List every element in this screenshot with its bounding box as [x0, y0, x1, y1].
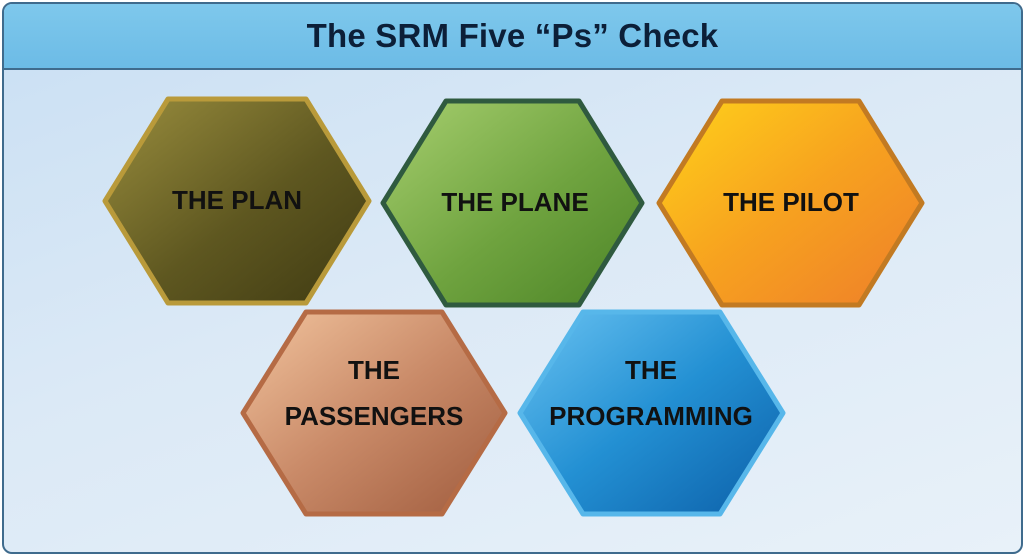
hexagon-pilot-shape: [656, 98, 925, 308]
hexagon-plan-shape: [102, 96, 372, 306]
hexagon-plane-label: THE PLANE: [441, 187, 588, 217]
hexagon-passengers-label-line2: PASSENGERS: [285, 401, 464, 431]
hexagon-plan: THE PLAN: [102, 96, 372, 306]
hexagon-programming: THE PROGRAMMING: [517, 309, 786, 517]
hexagon-plane: THE PLANE: [380, 98, 645, 308]
hexagon-programming-label-line1: THE: [625, 355, 677, 385]
hexagon-passengers-shape: [240, 309, 508, 517]
diagram-title: The SRM Five “Ps” Check: [306, 17, 719, 54]
hexagon-programming-shape: [517, 309, 786, 517]
hexagon-pilot: THE PILOT: [656, 98, 925, 308]
hexagon-programming-label-line2: PROGRAMMING: [549, 401, 753, 431]
hexagon-plane-shape: [380, 98, 645, 308]
hexagon-passengers: THE PASSENGERS: [240, 309, 508, 517]
hexagon-pilot-label: THE PILOT: [723, 187, 859, 217]
title-bar: The SRM Five “Ps” Check: [4, 4, 1021, 70]
hexagon-plan-label: THE PLAN: [172, 185, 302, 215]
hexagon-passengers-label-line1: THE: [348, 355, 400, 385]
hexagon-diagram: THE PLAN THE PLANE THE PILOT THE PASSENG…: [102, 96, 925, 517]
